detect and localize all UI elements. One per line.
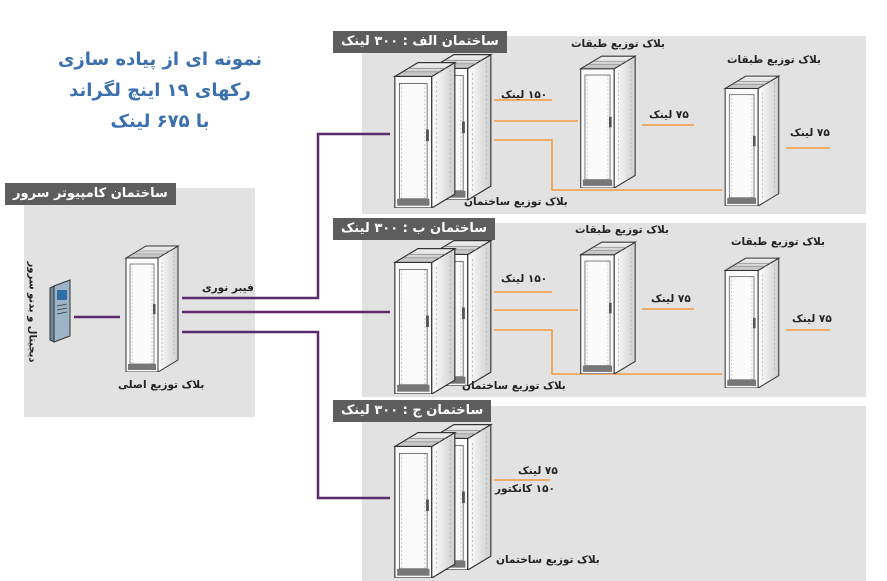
server-building-tag: ساختمان کامپیوتر سرور	[5, 183, 176, 205]
building-b-floor-left-label: بلاک توزیع طبقات	[575, 224, 669, 236]
building-b-main-rack-label: بلاک توزیع ساختمان	[462, 380, 566, 392]
title-line-3: با ۶۷۵ لینک	[110, 111, 210, 132]
building-b-links-floor-right: ۷۵ لینک	[792, 313, 832, 325]
title-line-1: نمونه ای از پیاده سازی	[57, 49, 263, 70]
building-a-floor-rack-1	[580, 55, 636, 188]
fiber-label: فیبر نوری	[202, 282, 254, 294]
main-distribution-rack	[125, 245, 179, 372]
title-line-2: رکهای ۱۹ اینچ لگراند	[69, 80, 251, 101]
building-c-main-rack-label: بلاک توزیع ساختمان	[496, 554, 600, 566]
copper-cables	[494, 99, 830, 481]
building-b-floor-right-label: بلاک توزیع طبقات	[731, 236, 825, 248]
building-b-rack-front	[394, 247, 456, 394]
building-c-links-line1: ۷۵ لینک	[518, 465, 558, 477]
building-c-rack-front	[394, 431, 456, 578]
building-b-links-floor-left: ۷۵ لینک	[651, 293, 691, 305]
building-b-links-main: ۱۵۰ لینک	[501, 273, 548, 285]
building-a-floor-right-label: بلاک توزیع طبقات	[727, 54, 821, 66]
server-device-icon	[49, 279, 71, 343]
fiber-cables	[74, 132, 390, 500]
building-a-links-floor-right: ۷۵ لینک	[790, 127, 830, 139]
building-b-tag: ساختمان ب : ۳۰۰ لینک	[333, 218, 496, 240]
building-b-floor-rack-2	[724, 257, 780, 388]
copper-a-floor2	[494, 139, 722, 191]
building-a-floor-left-label: بلاک توزیع طبقات	[571, 38, 665, 50]
diagram-title: نمونه ای از پیاده سازی رکهای ۱۹ اینچ لگر…	[30, 44, 290, 137]
copper-b-floor2	[494, 329, 722, 375]
building-a-tag: ساختمان الف : ۳۰۰ لینک	[333, 31, 507, 53]
fiber-to-building-c	[182, 330, 390, 500]
building-a-rack-front	[394, 61, 456, 208]
building-a-links-main: ۱۵۰ لینک	[501, 89, 548, 101]
building-a-main-rack-label: بلاک توزیع ساختمان	[464, 196, 568, 208]
building-c-links-line2: ۱۵۰ کانکتور	[495, 483, 555, 495]
building-c-tag: ساختمان ج : ۳۰۰ لینک	[333, 400, 492, 422]
building-a-links-floor-left: ۷۵ لینک	[649, 109, 689, 121]
building-a-floor-rack-2	[724, 75, 780, 206]
fiber-to-building-a	[182, 132, 390, 300]
server-device-label: دیجیتال و بدنو سرور	[26, 261, 38, 363]
main-rack-label: بلاک توزیع اصلی	[118, 379, 205, 391]
building-b-floor-rack-1	[580, 241, 636, 374]
